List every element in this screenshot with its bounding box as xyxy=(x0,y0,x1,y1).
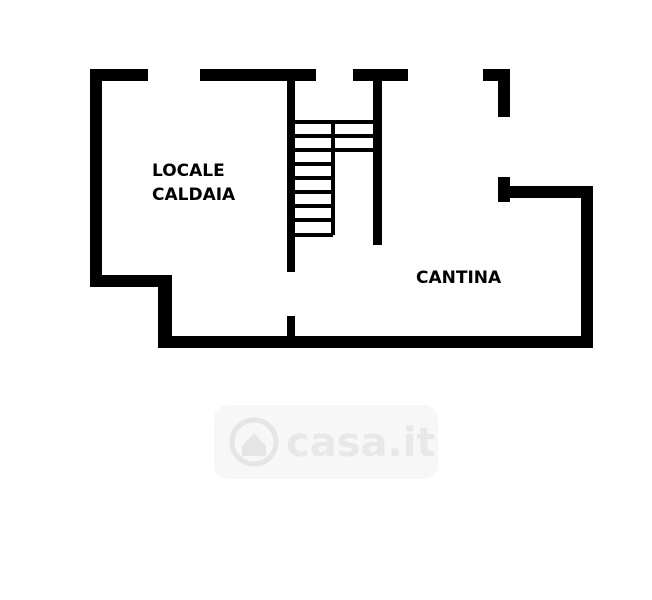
interior-walls xyxy=(287,69,382,344)
room-label-line: CANTINA xyxy=(416,268,502,288)
staircase xyxy=(295,120,373,237)
house-logo-icon xyxy=(229,417,279,467)
wall-left-step xyxy=(90,275,172,287)
outer-walls xyxy=(90,69,593,348)
wall-top-mid xyxy=(200,69,316,81)
wall-partition-lower xyxy=(287,316,295,344)
wall-partition-upper xyxy=(287,69,295,272)
wall-right-jamb-upper xyxy=(498,69,510,117)
room-label-line: CALDAIA xyxy=(152,185,236,205)
watermark-text: casa.it xyxy=(286,420,436,466)
wall-left xyxy=(90,69,102,287)
wall-right xyxy=(581,186,593,348)
room-label-line: LOCALE xyxy=(152,161,225,181)
wall-top-left xyxy=(90,69,148,81)
wall-right-step xyxy=(498,186,593,198)
wall-left-lower xyxy=(158,275,172,348)
wall-stair-right xyxy=(373,69,382,245)
room-label-locale-caldaia: LOCALE CALDAIA xyxy=(152,161,236,205)
wall-bottom xyxy=(158,336,593,348)
house-roof-icon xyxy=(242,433,266,456)
room-label-cantina: CANTINA xyxy=(416,268,502,288)
watermark: casa.it xyxy=(214,405,438,479)
